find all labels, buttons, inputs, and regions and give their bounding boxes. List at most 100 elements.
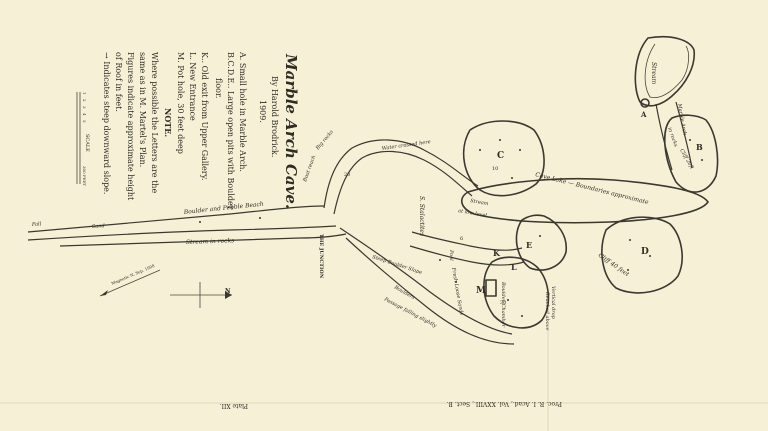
true-north-label: N xyxy=(225,288,231,295)
southern-passage-lower xyxy=(345,237,515,345)
map-author: By Harold Brodrick. xyxy=(270,76,279,157)
note-line-2: same as in M. Martel's Plan. xyxy=(138,52,147,167)
entrance-passage-top xyxy=(27,205,325,233)
boulder-chamber-outline xyxy=(483,256,550,329)
rock-dot xyxy=(689,139,691,141)
legend-line-1: A. Small hole in Marble Arch. xyxy=(238,51,247,172)
plate-caption: Proc. R. I. Acad., Vol. XXVIII., Sect. B… xyxy=(446,400,562,407)
stalactite-passage xyxy=(409,231,525,266)
rock-dot xyxy=(701,159,703,161)
rock-dot xyxy=(199,221,201,223)
label-boat-reach: Boat reach xyxy=(302,155,317,184)
southern-passage-upper xyxy=(339,227,513,335)
map-title: Marble Arch Cave. xyxy=(282,53,300,209)
label-reached-above: Reached above xyxy=(544,291,550,330)
legend-line-6: M. Pot hole, 30 feet deep xyxy=(176,52,185,154)
label-passage-falling: Passage falling slightly xyxy=(382,296,437,329)
label-e: E xyxy=(526,240,532,250)
label-stream-top: Stream xyxy=(650,62,657,85)
label-b: B xyxy=(696,142,703,152)
cave-lake-outline xyxy=(461,177,709,224)
rock-dot xyxy=(507,299,509,301)
legend-line-5: L. New Entrance xyxy=(188,52,197,121)
cave-outline xyxy=(27,35,719,345)
label-a: A xyxy=(640,110,647,119)
label-pool: Pool xyxy=(448,249,454,261)
pit-b-outline xyxy=(663,114,719,193)
rock-dot xyxy=(629,239,631,241)
label-six-ft: 6 xyxy=(460,236,463,242)
label-c: C xyxy=(497,151,504,161)
label-boulders: Boulders xyxy=(392,284,416,301)
label-stream-low: Stream xyxy=(470,198,490,207)
pit-c-outline xyxy=(462,120,545,197)
scale-tick-2: 2 xyxy=(82,99,87,102)
note-heading: NOTE. xyxy=(163,108,173,137)
label-cliff-d: Cliff 40 feet xyxy=(597,252,631,279)
note-line-1: Where possible the Letters are the xyxy=(150,52,159,193)
stream-in-rocks-edge xyxy=(59,233,347,247)
label-sand: Sand xyxy=(92,223,105,230)
label-vertical-drop: Vertical drop xyxy=(550,286,556,320)
label-ten-ft: 10 xyxy=(492,166,498,172)
label-cliff-top: Cliff 20ft xyxy=(678,148,695,171)
scale-unit: 300 FEET xyxy=(82,166,87,187)
scale-tick-4: 4 xyxy=(82,113,87,116)
rock-dot xyxy=(627,269,629,271)
pot-hole-m xyxy=(485,279,497,297)
rock-dot xyxy=(539,235,541,237)
rock-dot xyxy=(519,149,521,151)
label-stream-in-rocks: Stream in rocks xyxy=(186,237,235,246)
label-boulder-pebble: Boulder and Pebble Beach xyxy=(182,201,264,216)
scale-bar: 1 2 3 4 5 SCALE 300 FEET xyxy=(76,92,90,187)
label-thirty-ft: 30 xyxy=(500,300,506,306)
scale-label: SCALE xyxy=(84,134,90,152)
map-year: 1909. xyxy=(258,100,267,123)
rock-dot xyxy=(455,281,457,283)
label-big-rocks: Big rocks xyxy=(314,129,335,152)
label-cave-lake: Cave Lake — Boundaries approximate xyxy=(535,171,650,206)
pit-d-outline xyxy=(601,216,683,294)
label-marble-arch: Marble Arch xyxy=(676,102,688,135)
label-twenty-ft: 20 xyxy=(344,172,350,178)
legend-line-4: K.. Old exit from Upper Gallery. xyxy=(200,52,209,181)
legend-line-2: B.C.D.E.. Large open pits with Boulder xyxy=(226,52,235,210)
rock-dot xyxy=(439,259,441,261)
rock-dot xyxy=(259,217,261,219)
scale-tick-5: 5 xyxy=(82,120,87,123)
marble-arch-passage xyxy=(655,101,693,171)
magnetic-north-line xyxy=(99,269,161,297)
upper-stream-outline xyxy=(634,35,696,107)
main-passage-lower xyxy=(333,150,473,215)
scale-tick-1: 1 xyxy=(82,92,87,95)
legend-line-3: floor. xyxy=(214,78,223,98)
note-line-4: of Roof in feet. xyxy=(114,52,123,112)
note-line-5: → Indicates steep downward slope. xyxy=(102,52,111,194)
rock-dot xyxy=(479,149,481,151)
label-l: L xyxy=(511,262,517,272)
label-boulder-chamber: Boulder Chamber xyxy=(500,281,506,328)
main-passage-upper xyxy=(323,139,479,209)
rock-dot xyxy=(649,255,651,257)
rock-dot xyxy=(521,315,523,317)
true-north-arrowhead xyxy=(225,291,232,299)
upper-stream-outline-inner xyxy=(644,43,690,99)
rock-dot xyxy=(499,139,501,141)
label-m: M xyxy=(476,286,486,296)
label-d: D xyxy=(641,247,649,257)
entrance-passage-bottom xyxy=(27,225,337,241)
label-fall: Fall xyxy=(31,221,42,228)
scale-tick-3: 3 xyxy=(82,106,87,109)
pit-a-marker xyxy=(640,98,650,108)
rock-dot xyxy=(511,177,513,179)
label-steep-boulder: Steep Boulder Slope xyxy=(371,254,422,276)
pit-e-outline xyxy=(515,214,568,271)
magnetic-north-arrowhead xyxy=(100,290,108,296)
label-in-rocks: in rocks xyxy=(666,127,679,148)
north-arrows: Magnetic N. Sep. 1908 N xyxy=(99,263,232,308)
legend-block: A. Small hole in Marble Arch. B.C.D.E.. … xyxy=(102,51,247,210)
note-line-3: Figures indicate approximate height xyxy=(126,52,135,201)
boulder-speckles xyxy=(199,139,703,317)
